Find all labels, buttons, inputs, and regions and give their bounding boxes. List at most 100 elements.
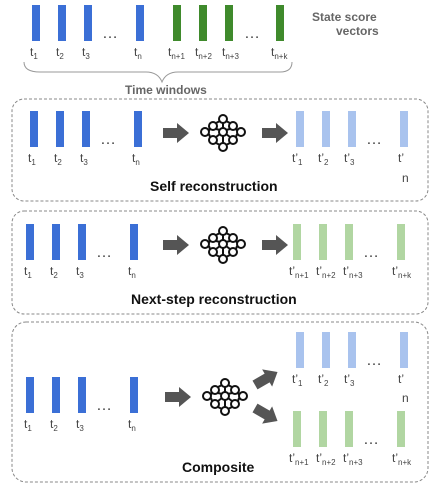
state-score-label: State score xyxy=(312,10,377,24)
t-label: t1 xyxy=(28,151,36,167)
t-label: tn+2 xyxy=(195,45,212,61)
t-prime-label: t’ xyxy=(398,151,404,165)
t-prime-label: t’2 xyxy=(318,151,329,167)
output-bar-n xyxy=(400,332,408,368)
ellipsis: … xyxy=(96,244,112,261)
next-inputs: … t1 t2 t3 tn xyxy=(24,224,138,280)
self-inputs: … t1 t2 t3 tn xyxy=(28,111,142,167)
output-bar-3 xyxy=(348,111,356,147)
composite-inputs: … t1 t2 t3 tn xyxy=(24,377,138,433)
input-bar-n xyxy=(130,224,138,260)
t-label: tn xyxy=(128,417,136,433)
t-label: t3 xyxy=(82,45,90,61)
t-label: tn+k xyxy=(271,45,288,61)
t-prime-label: t’n+3 xyxy=(343,264,363,280)
state-score-label: vectors xyxy=(336,24,379,38)
t-prime-label: t’3 xyxy=(344,151,355,167)
t-label: t1 xyxy=(30,45,38,61)
input-bar-n xyxy=(134,111,142,147)
ellipsis: … xyxy=(363,244,379,261)
output-bar-2 xyxy=(319,411,327,447)
panel-title: Next-step reconstruction xyxy=(131,291,297,307)
input-bar-2 xyxy=(56,111,64,147)
ellipsis: … xyxy=(244,25,260,42)
right-arrow-icon xyxy=(163,123,189,143)
top-sequence: … … t1 t2 t3 tn tn+1 tn+2 tn+3 tn+k Stat… xyxy=(23,5,379,97)
neural-network-icon xyxy=(200,226,246,264)
neural-network-icon xyxy=(202,378,248,416)
composite-panel xyxy=(11,321,429,483)
t-prime-label: t’1 xyxy=(292,151,303,167)
output-bar-2 xyxy=(322,111,330,147)
right-arrow-icon xyxy=(262,235,288,255)
t-label: tn xyxy=(128,264,136,280)
t-prime-label: t’n+1 xyxy=(289,451,309,467)
t-prime-label: t’3 xyxy=(344,372,355,388)
t-prime-subscript: n xyxy=(402,391,409,405)
future-bar-2 xyxy=(199,5,207,41)
input-bar-1 xyxy=(26,224,34,260)
t-label: tn+1 xyxy=(168,45,185,61)
output-bar-1 xyxy=(293,411,301,447)
ellipsis: … xyxy=(102,25,118,42)
t-prime-label: t’n+k xyxy=(392,451,412,467)
t-label: t3 xyxy=(76,417,84,433)
next-step-panel xyxy=(11,210,429,315)
t-label: t2 xyxy=(54,151,62,167)
output-bar-1 xyxy=(293,224,301,260)
output-bar-3 xyxy=(345,224,353,260)
t-label: tn xyxy=(132,151,140,167)
composite-outputs-next: … t’n+1 t’n+2 t’n+3 t’n+k xyxy=(289,411,412,467)
t-prime-label: t’n+k xyxy=(392,264,412,280)
t-label: t2 xyxy=(50,264,58,280)
time-window-brace xyxy=(23,61,293,84)
t-label: t1 xyxy=(24,264,32,280)
output-bar-k xyxy=(397,224,405,260)
self-outputs: … t’1 t’2 t’3 t’ n xyxy=(292,111,409,185)
up-right-arrow-icon xyxy=(250,363,283,394)
time-windows-label: Time windows xyxy=(125,83,207,97)
output-bar-3 xyxy=(348,332,356,368)
input-bar-n xyxy=(136,5,144,41)
t-prime-label: t’2 xyxy=(318,372,329,388)
t-prime-label: t’n+1 xyxy=(289,264,309,280)
input-bar-n xyxy=(130,377,138,413)
down-right-arrow-icon xyxy=(250,399,283,430)
future-bar-k xyxy=(276,5,284,41)
t-label: t2 xyxy=(50,417,58,433)
t-prime-subscript: n xyxy=(402,171,409,185)
input-bar-2 xyxy=(52,377,60,413)
next-outputs: … t’n+1 t’n+2 t’n+3 t’n+k xyxy=(289,224,412,280)
t-prime-label: t’n+2 xyxy=(316,264,336,280)
future-bar-1 xyxy=(173,5,181,41)
panel-title: Self reconstruction xyxy=(150,178,278,194)
composite-outputs-self: … t’1 t’2 t’3 t’ n xyxy=(292,332,409,405)
neural-network-icon xyxy=(200,114,246,152)
t-label: t1 xyxy=(24,417,32,433)
input-bar-2 xyxy=(52,224,60,260)
t-label: t3 xyxy=(80,151,88,167)
output-bar-1 xyxy=(296,332,304,368)
input-bar-1 xyxy=(30,111,38,147)
output-bar-3 xyxy=(345,411,353,447)
future-bar-3 xyxy=(225,5,233,41)
t-prime-label: t’n+3 xyxy=(343,451,363,467)
output-bar-2 xyxy=(319,224,327,260)
input-bar-1 xyxy=(26,377,34,413)
panel-title: Composite xyxy=(182,459,255,475)
ellipsis: … xyxy=(96,397,112,414)
t-label: t3 xyxy=(76,264,84,280)
input-bar-3 xyxy=(78,377,86,413)
ellipsis: … xyxy=(363,431,379,448)
output-bar-1 xyxy=(296,111,304,147)
input-bar-3 xyxy=(82,111,90,147)
right-arrow-icon xyxy=(165,387,191,407)
input-bar-3 xyxy=(84,5,92,41)
output-bar-n xyxy=(400,111,408,147)
right-arrow-icon xyxy=(163,235,189,255)
t-prime-label: t’1 xyxy=(292,372,303,388)
ellipsis: … xyxy=(366,352,382,369)
t-label: tn xyxy=(134,45,142,61)
input-bar-3 xyxy=(78,224,86,260)
